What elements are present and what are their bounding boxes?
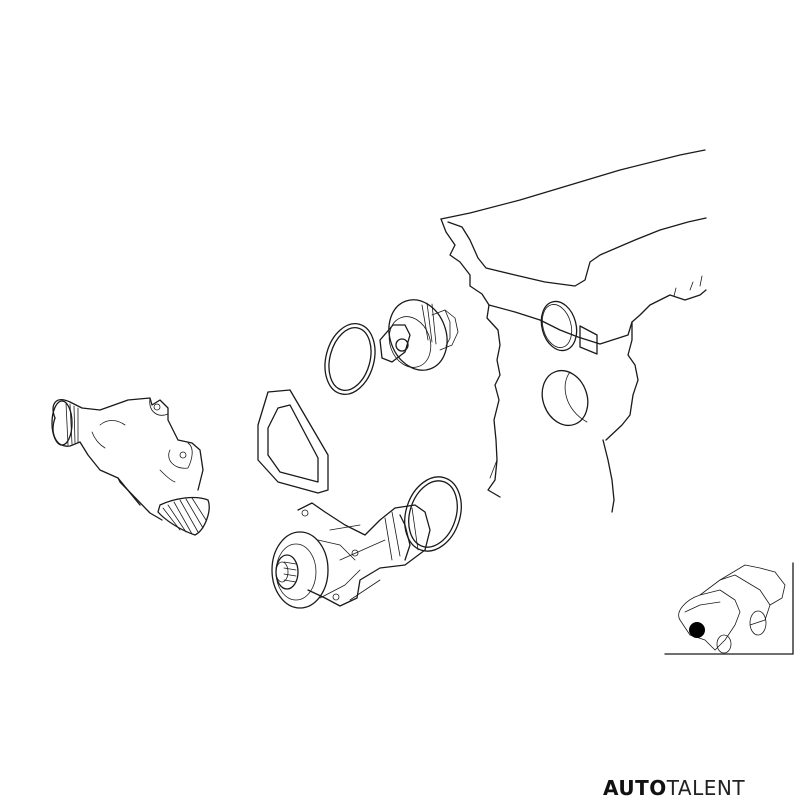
brand-logo: AUTO TALENT: [603, 777, 745, 799]
locator-inset: [664, 562, 794, 655]
thermostat: [379, 299, 459, 371]
o-ring-upper: [324, 323, 376, 395]
logo-bold-text: AUTO: [603, 776, 667, 800]
thermostat-housing: [51, 397, 210, 536]
housing-gasket: [257, 389, 329, 494]
engine-block-outline: [440, 149, 707, 513]
water-pump: [271, 502, 431, 609]
location-marker-dot: [689, 622, 705, 638]
o-ring-lower: [404, 476, 462, 552]
logo-light-text: TALENT: [666, 776, 746, 800]
